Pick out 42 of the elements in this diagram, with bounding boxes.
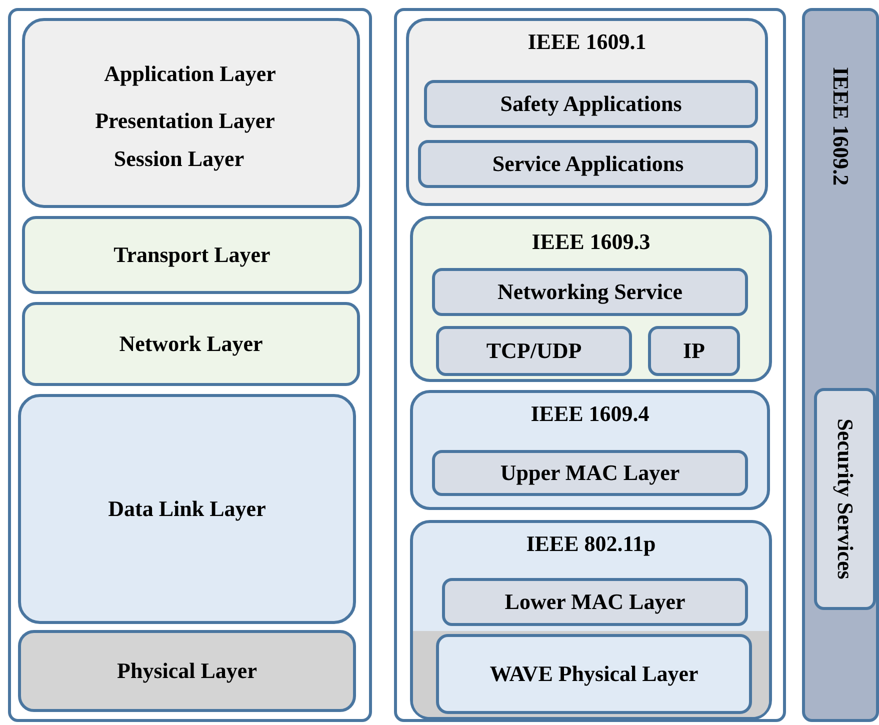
- layer-label: IP: [683, 338, 705, 364]
- heading: IEEE 1609.3: [532, 229, 650, 255]
- layer-label: Upper MAC Layer: [500, 460, 680, 486]
- security-band: [802, 8, 879, 722]
- layer-label: Application Layer: [104, 61, 276, 87]
- vertical-label: Security Services: [832, 418, 858, 580]
- layer-label: WAVE Physical Layer: [490, 661, 698, 687]
- component-box: [648, 326, 740, 376]
- component-box: [432, 268, 748, 316]
- heading: IEEE 1609.4: [530, 401, 650, 427]
- layer-panel: [8, 8, 372, 722]
- heading: IEEE 802.11p: [526, 531, 656, 557]
- protocol-panel: [394, 8, 786, 722]
- layer-label: Presentation Layer: [95, 108, 275, 134]
- component-box: [436, 634, 752, 714]
- layer-label: Lower MAC Layer: [504, 589, 686, 615]
- layer-box: [22, 18, 360, 208]
- layer-box: [18, 630, 356, 712]
- component-box: [418, 140, 758, 188]
- layer-label: Session Layer: [114, 146, 244, 172]
- layer-box: [18, 394, 356, 624]
- protocol-box: [410, 520, 772, 720]
- layer-label: Safety Applications: [500, 91, 682, 117]
- component-box: [432, 450, 748, 496]
- protocol-box: [410, 216, 772, 382]
- component-box: [436, 326, 632, 376]
- vertical-label: IEEE 1609.2: [828, 67, 854, 186]
- heading: IEEE 1609.1: [528, 29, 646, 55]
- component-box: [424, 80, 758, 128]
- protocol-box: [410, 390, 770, 510]
- component-box: [814, 388, 876, 610]
- layer-label: Network Layer: [119, 331, 263, 357]
- layer-label: Networking Service: [497, 279, 683, 305]
- layer-label: Transport Layer: [114, 242, 270, 268]
- layer-box: [22, 216, 362, 294]
- layer-label: Service Applications: [492, 151, 684, 177]
- component-box: [442, 578, 748, 626]
- layer-label: Physical Layer: [117, 658, 257, 684]
- layer-label: TCP/UDP: [486, 338, 582, 364]
- protocol-box: [406, 18, 768, 206]
- layer-label: Data Link Layer: [108, 496, 266, 522]
- layer-box: [22, 302, 360, 386]
